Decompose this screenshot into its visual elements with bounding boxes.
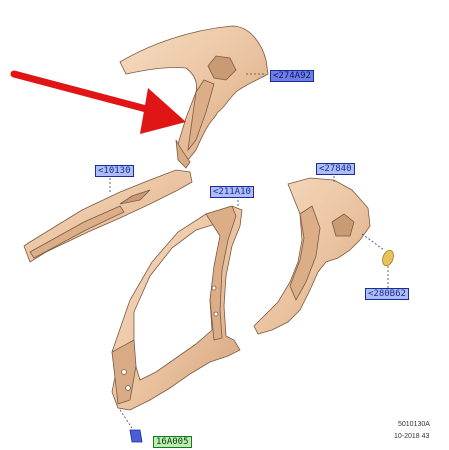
yellow-plug-icon	[382, 249, 394, 267]
blue-clip-icon	[129, 429, 143, 443]
callout-10130[interactable]: <10130	[95, 165, 134, 177]
quarter-panel-upper	[119, 25, 269, 169]
callout-27840[interactable]: <27840	[316, 163, 355, 175]
body-side-frame	[111, 196, 243, 429]
rocker-sill-panel	[23, 169, 193, 263]
diagram-date: 10-2018 43	[394, 433, 430, 440]
callout-280b62[interactable]: <280B62	[365, 288, 409, 300]
callout-16a005[interactable]: 16A005	[153, 436, 192, 448]
quarter-panel-rear	[253, 172, 389, 335]
callout-211a10[interactable]: <211A10	[210, 186, 254, 198]
diagram-code: 5010130A	[398, 421, 430, 428]
red-pointer-arrow-icon	[10, 70, 186, 134]
callout-274a92[interactable]: <274A92	[270, 70, 314, 82]
